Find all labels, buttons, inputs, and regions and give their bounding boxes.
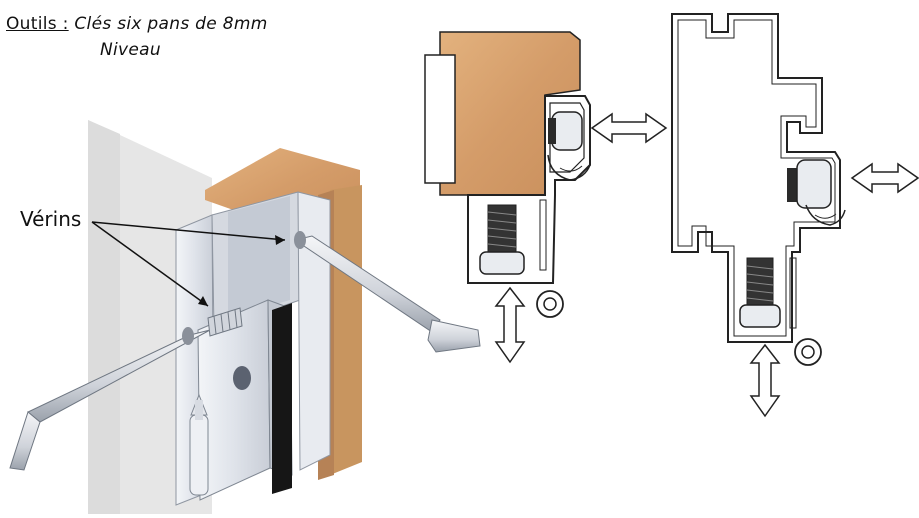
section2-metal-profile [671, 13, 841, 343]
double-arrow-horizontal-icon [850, 162, 919, 194]
tools-heading: Outils : Clés six pans de 8mm [6, 14, 268, 34]
wall-panel-shade [88, 120, 120, 514]
jack-screw [207, 307, 243, 337]
assembly-3d-view [9, 120, 481, 514]
hinge-pin [195, 400, 203, 420]
metal-profile-right [297, 191, 331, 471]
section1-lateral-screw [551, 111, 583, 151]
double-arrow-vertical-icon [494, 286, 526, 364]
gasket-strip [272, 303, 292, 494]
callout-arrowhead-2 [198, 296, 208, 306]
callout-verins-label: Vérins [20, 207, 82, 231]
callout-arrowhead-1 [275, 235, 285, 245]
section1-metal-inner [549, 102, 585, 173]
metal-profile-inner [228, 196, 290, 318]
section2-metal-inner [677, 19, 836, 337]
section2-lateral-screw [796, 159, 832, 209]
tools-label: Outils : [6, 14, 69, 34]
section1-metal-profile [467, 95, 591, 284]
allen-key-right [293, 231, 481, 353]
section-view-1 [424, 31, 668, 364]
wood-frame-front [330, 185, 362, 475]
tools-item-level: Niveau [100, 40, 161, 60]
hinge-knuckle [189, 414, 209, 496]
section-view-2 [671, 13, 919, 418]
allen-key-left [9, 327, 211, 471]
double-arrow-vertical-icon [749, 343, 781, 418]
callout-leader-2 [91, 221, 209, 307]
tools-item-hex-keys: Clés six pans de 8mm [74, 14, 268, 34]
callout-leader-1 [91, 221, 286, 241]
hinge-plate-hole [233, 366, 251, 390]
section1-glazing-bead [424, 54, 456, 184]
double-arrow-horizontal-icon [590, 112, 668, 144]
